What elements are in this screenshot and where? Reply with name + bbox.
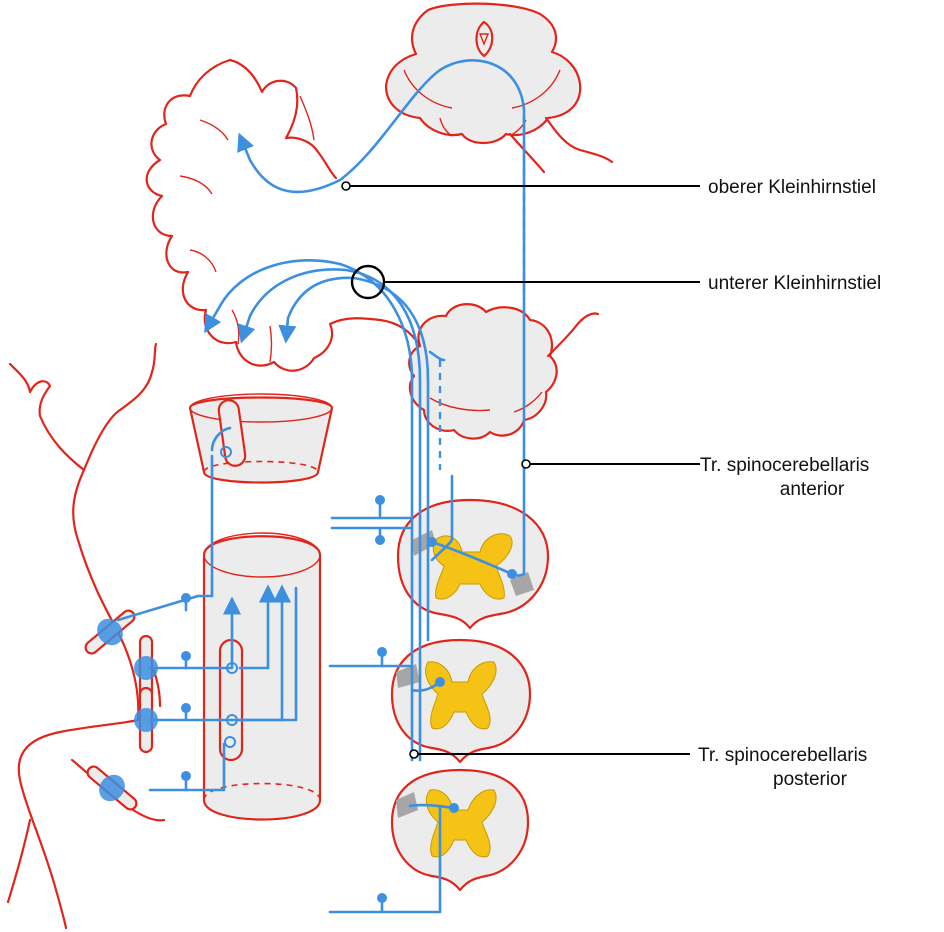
annotation-anterior-tract: Tr. spinocerebellaris anterior <box>522 455 869 500</box>
muscle-spindle-receptors <box>78 602 158 818</box>
spinal-cord-section-lower <box>392 770 528 890</box>
label-posterior-tract-line1: Tr. spinocerebellaris <box>698 745 867 766</box>
cerebellum <box>147 60 420 371</box>
medulla-section <box>409 304 598 438</box>
lower-cylinder <box>204 533 320 820</box>
annotation-superior-peduncle: oberer Kleinhirnstiel <box>342 177 876 198</box>
label-superior-peduncle: oberer Kleinhirnstiel <box>708 177 876 198</box>
label-anterior-tract-line1: Tr. spinocerebellaris <box>700 455 869 476</box>
label-posterior-tract-line2: posterior <box>773 769 848 790</box>
label-anterior-tract-line2: anterior <box>780 479 845 500</box>
annotation-inferior-peduncle: unterer Kleinhirnstiel <box>352 266 881 298</box>
human-figure <box>8 344 164 928</box>
label-inferior-peduncle: unterer Kleinhirnstiel <box>708 273 881 294</box>
